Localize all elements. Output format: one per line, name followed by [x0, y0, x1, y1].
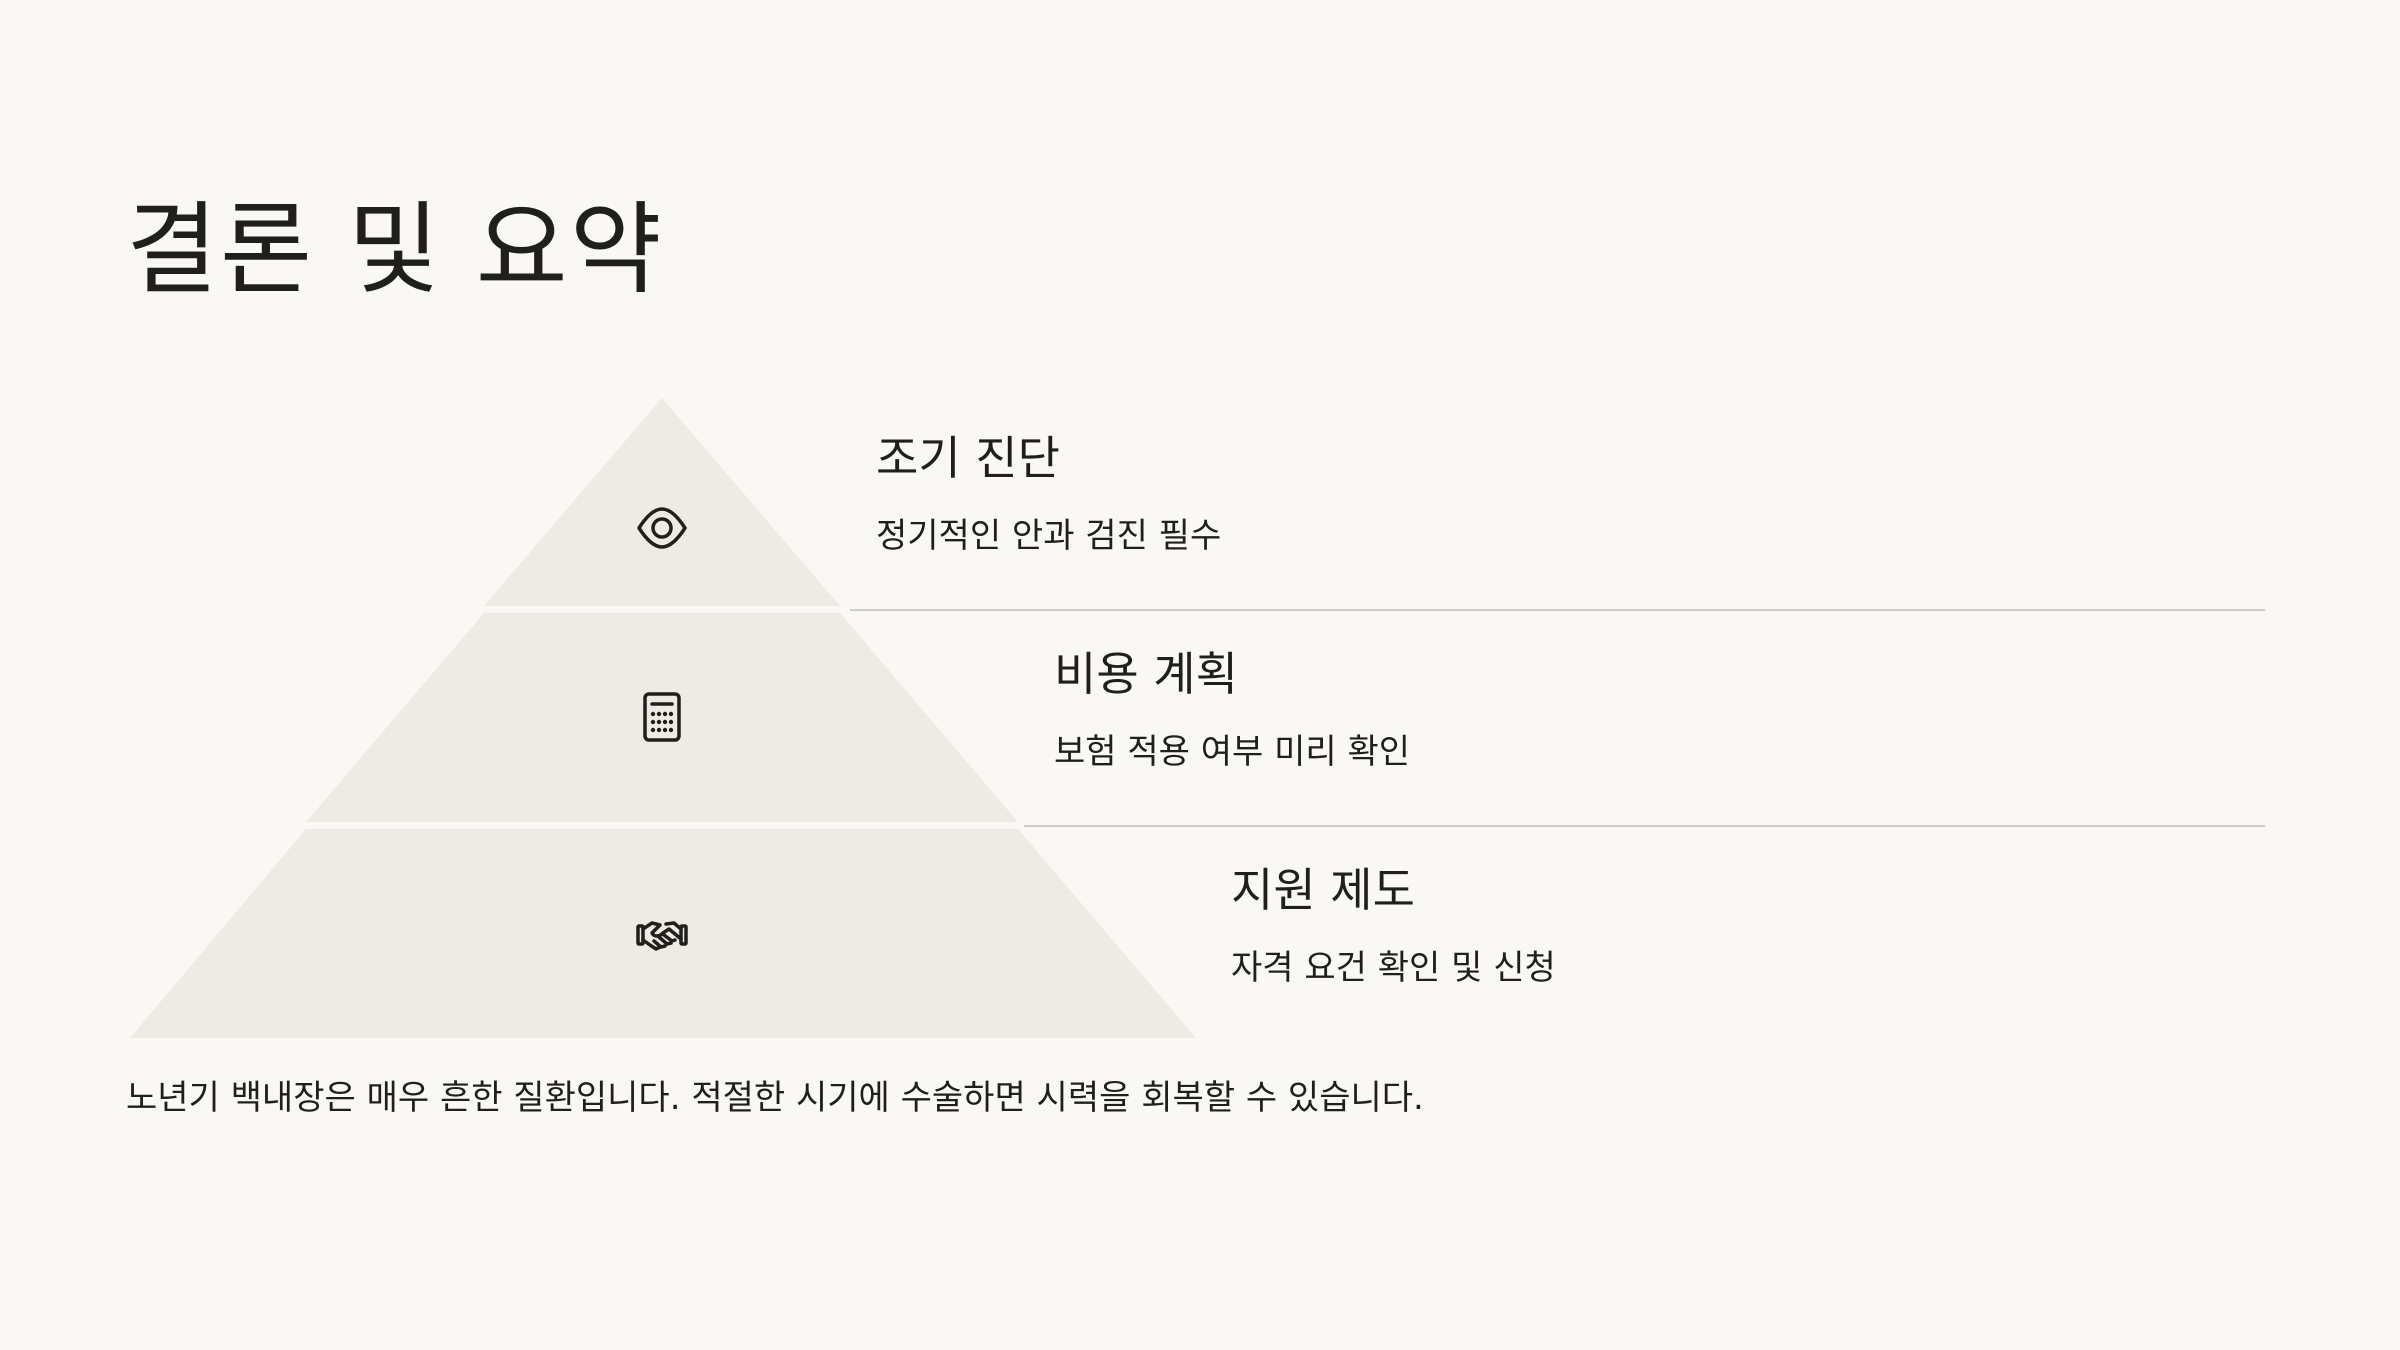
- tier-3-description: 자격 요건 확인 및 신청: [1231, 948, 1556, 988]
- tier-3-heading: 지원 제도: [1231, 863, 1415, 917]
- tier-2-description: 보험 적용 여부 미리 확인: [1054, 732, 1411, 772]
- slide-title: 결론 및 요약: [126, 191, 664, 308]
- handshake-icon: [636, 921, 688, 951]
- summary-text: 노년기 백내장은 매우 흔한 질환입니다. 적절한 시기에 수술하면 시력을 회…: [126, 1078, 1424, 1118]
- tier-1-description: 정기적인 안과 검진 필수: [876, 516, 1222, 556]
- eye-icon: [637, 507, 687, 549]
- pyramid-tier-2-shape: [306, 613, 1018, 822]
- tier-1-heading: 조기 진단: [876, 431, 1060, 485]
- tier-2-heading: 비용 계획: [1054, 647, 1238, 701]
- pyramid-tier-1-shape: [484, 398, 840, 606]
- calculator-icon: [643, 692, 681, 742]
